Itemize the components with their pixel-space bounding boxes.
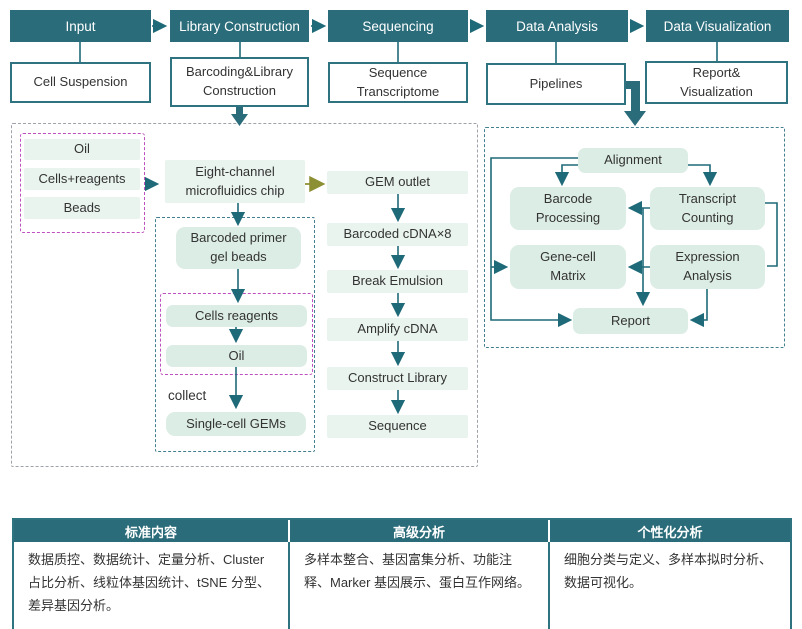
stage-header-sequencing: Sequencing <box>328 10 468 42</box>
stage-header-library-construction: Library Construction <box>170 10 309 42</box>
microfluidics-chip-box: Eight-channel microfluidics chip <box>165 160 305 203</box>
stage-header-input: Input <box>10 10 151 42</box>
stage-sub-cell-suspension: Cell Suspension <box>10 62 151 103</box>
beads-input-box: Beads <box>24 197 140 219</box>
analysis-table: 标准内容 数据质控、数据统计、定量分析、Cluster 占比分析、线粒体基因统计… <box>12 518 792 629</box>
step-amplify-cdna: Amplify cDNA <box>327 318 468 341</box>
oil-input-box: Oil <box>24 139 140 160</box>
stage-sub-sequence-transcriptome: Sequence Transcriptome <box>328 62 468 103</box>
table-column-advanced: 高级分析 多样本整合、基因富集分析、功能注释、Marker 基因展示、蛋白互作网… <box>288 520 548 629</box>
report-box: Report <box>573 308 688 334</box>
table-body-advanced: 多样本整合、基因富集分析、功能注释、Marker 基因展示、蛋白互作网络。 <box>288 542 548 629</box>
table-header-advanced: 高级分析 <box>288 520 548 542</box>
transcript-counting-box: Transcript Counting <box>650 187 765 230</box>
table-body-standard: 数据质控、数据统计、定量分析、Cluster 占比分析、线粒体基因统计、tSNE… <box>28 552 270 613</box>
table-column-personalized: 个性化分析 细胞分类与定义、多样本拟时分析、数据可视化。 <box>548 520 790 629</box>
stage-sub-pipelines: Pipelines <box>486 63 626 105</box>
step-barcoded-cdna: Barcoded cDNA×8 <box>327 223 468 246</box>
step-sequence: Sequence <box>327 415 468 438</box>
stage-sub-report-visualization: Report& Visualization <box>645 61 788 104</box>
gene-cell-matrix-box: Gene-cell Matrix <box>510 245 626 289</box>
alignment-box: Alignment <box>578 148 688 173</box>
analysis-panel <box>484 127 785 348</box>
step-construct-library: Construct Library <box>327 367 468 390</box>
step-gem-outlet: GEM outlet <box>327 171 468 194</box>
barcode-processing-box: Barcode Processing <box>510 187 626 230</box>
table-header-standard: 标准内容 <box>14 520 288 542</box>
table-body-personalized: 细胞分类与定义、多样本拟时分析、数据可视化。 <box>548 542 790 629</box>
reagent-inputs-panel <box>20 133 145 233</box>
expression-analysis-box: Expression Analysis <box>650 245 765 289</box>
table-column-standard: 标准内容 数据质控、数据统计、定量分析、Cluster 占比分析、线粒体基因统计… <box>14 520 288 629</box>
collect-label: collect <box>168 388 207 403</box>
stage-header-data-visualization: Data Visualization <box>646 10 789 42</box>
droplet-oil-box: Oil <box>166 345 307 367</box>
stage-sub-barcoding-library: Barcoding&Library Construction <box>170 57 309 107</box>
step-break-emulsion: Break Emulsion <box>327 270 468 293</box>
gel-beads-box: Barcoded primer gel beads <box>176 227 301 269</box>
droplet-cells-reagents-box: Cells reagents <box>166 305 307 327</box>
stage-header-data-analysis: Data Analysis <box>486 10 628 42</box>
table-header-personalized: 个性化分析 <box>548 520 790 542</box>
thick-arrow-pipelines-to-analysis-panel <box>624 81 646 126</box>
cells-reagents-input-box: Cells+reagents <box>24 168 140 190</box>
single-cell-gems-box: Single-cell GEMs <box>166 412 306 436</box>
